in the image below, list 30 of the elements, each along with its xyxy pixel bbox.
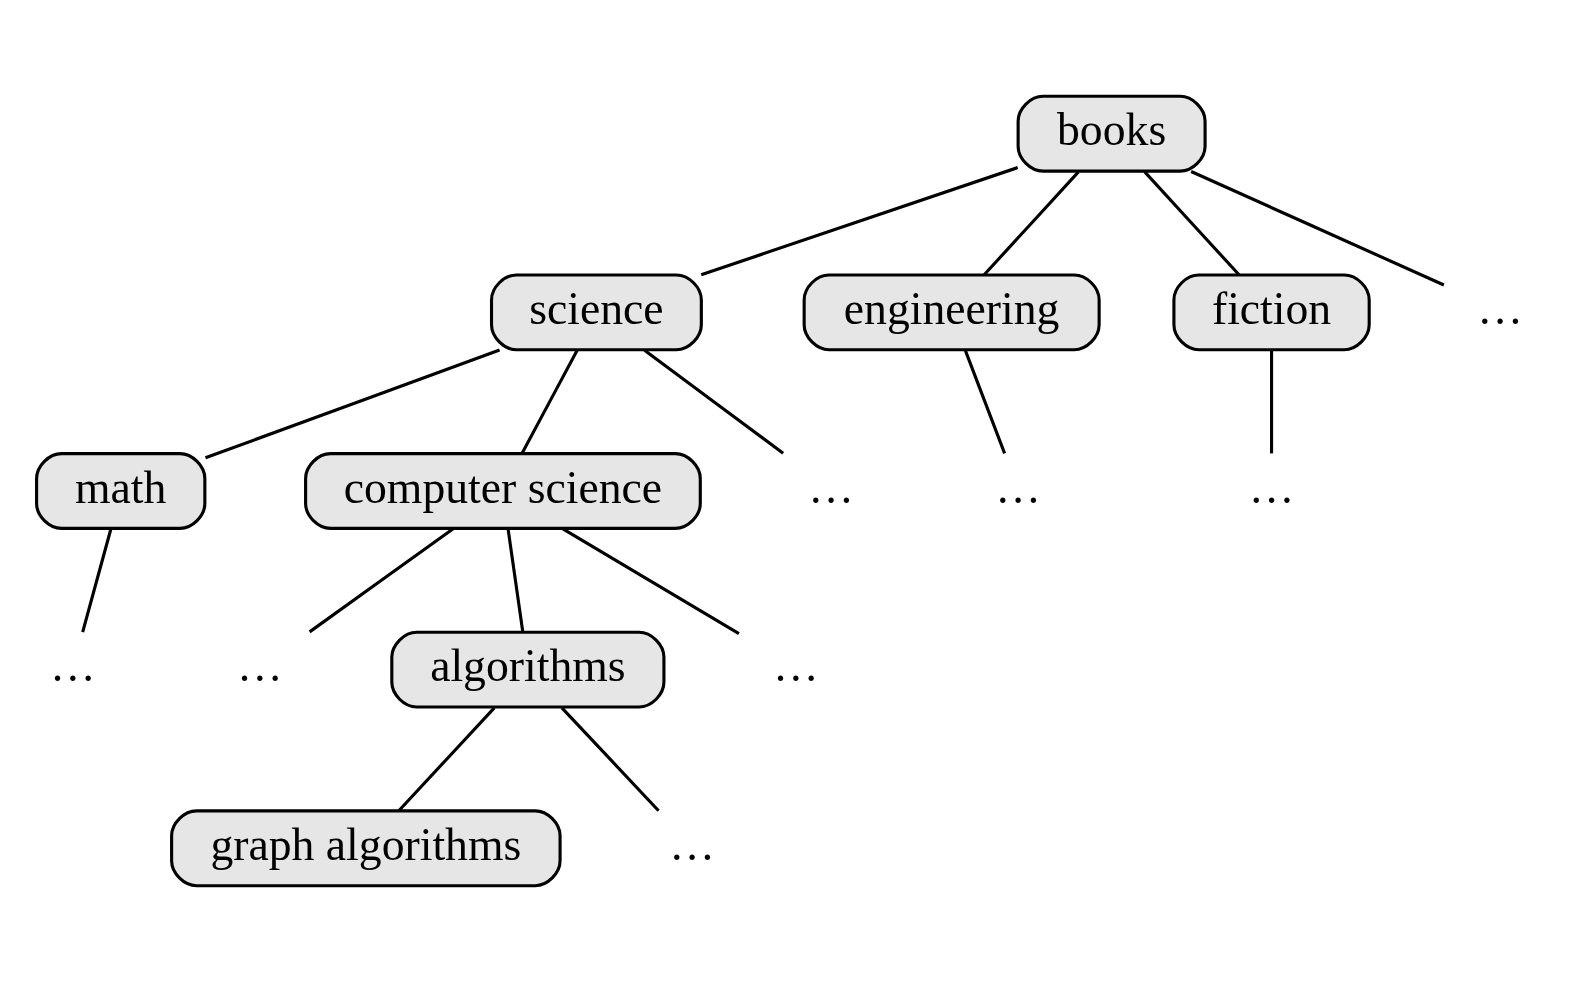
connector (81, 528, 113, 632)
connector (1143, 170, 1241, 276)
connector (1190, 169, 1445, 286)
connector (308, 527, 455, 633)
node-box: books (1016, 94, 1207, 173)
node-text: … (995, 461, 1041, 513)
connector (506, 528, 525, 632)
connector (643, 348, 785, 454)
node-box: fiction (1172, 272, 1371, 351)
node-text: … (1477, 282, 1523, 334)
node-text: … (808, 461, 855, 513)
connector (1270, 350, 1274, 453)
node-box: science (489, 272, 703, 351)
node-text: … (1248, 461, 1295, 513)
node-box: algorithms (390, 630, 666, 709)
node-text: … (50, 639, 96, 691)
node-text: … (773, 639, 819, 691)
node-box: graph algorithms (170, 808, 562, 887)
node-text: … (669, 818, 715, 870)
connector (397, 706, 496, 812)
connector (204, 348, 501, 459)
node-text: … (237, 639, 283, 691)
connector (520, 349, 579, 454)
connector (983, 170, 1080, 276)
node-box: computer science (304, 451, 702, 530)
connector (560, 706, 660, 812)
node-box: math (35, 451, 207, 530)
node-box: engineering (802, 272, 1101, 351)
connector (700, 165, 1019, 276)
connector (963, 349, 1007, 454)
